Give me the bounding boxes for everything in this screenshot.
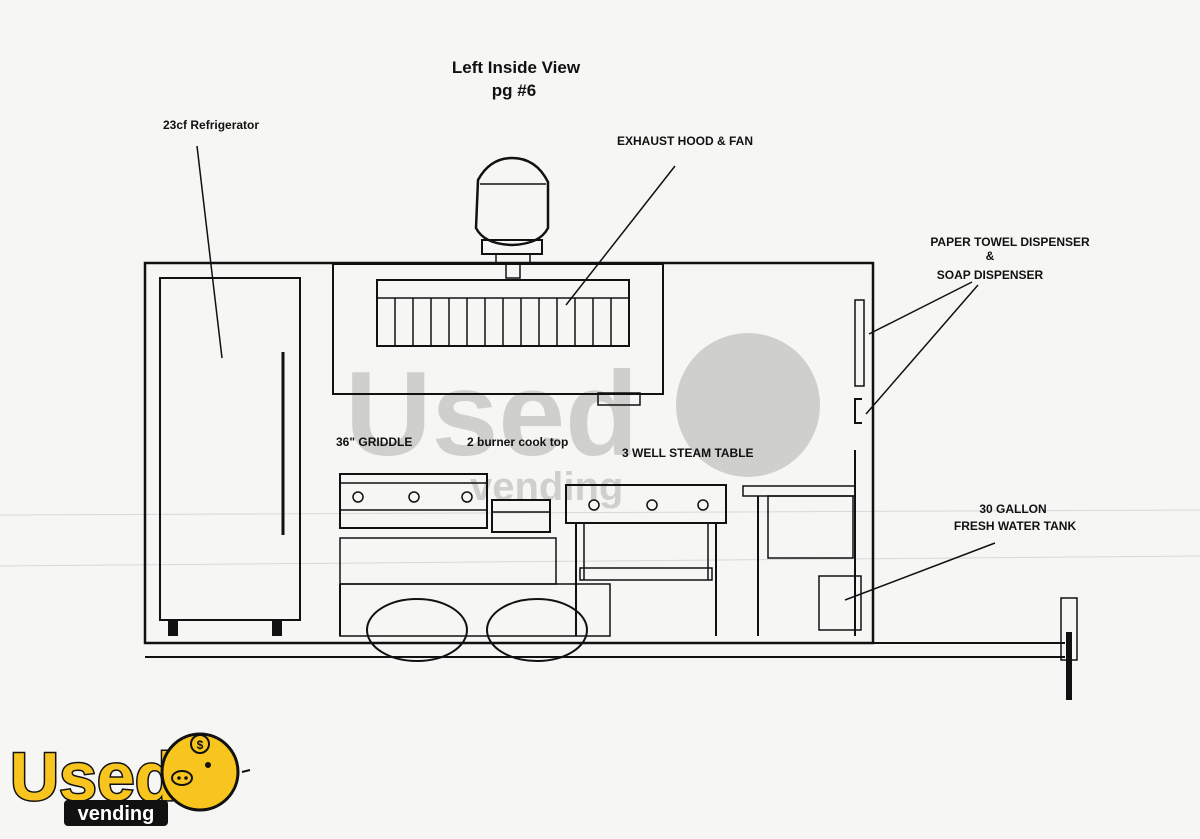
watermark-sub: vending xyxy=(470,465,623,509)
label-water-tank-line1: 30 GALLON xyxy=(979,502,1046,516)
label-soap: SOAP DISPENSER xyxy=(937,268,1044,282)
watermark-pig-icon xyxy=(676,333,820,477)
diagram-subtitle: pg #6 xyxy=(492,81,536,100)
exhaust-hood xyxy=(332,263,664,406)
diagram-title: Left Inside View xyxy=(452,58,581,77)
refrigerator xyxy=(159,277,301,636)
water-tank xyxy=(818,575,862,631)
exhaust-fan-icon xyxy=(474,156,550,279)
label-exhaust-hood: EXHAUST HOOD & FAN xyxy=(617,134,753,148)
label-ampersand: & xyxy=(986,249,995,263)
logo-sub: vending xyxy=(78,803,155,825)
leader-lines xyxy=(196,145,996,601)
griddle-cabinet xyxy=(339,537,611,637)
wheel-front xyxy=(366,598,468,662)
label-steam-table: 3 WELL STEAM TABLE xyxy=(622,446,754,460)
scan-line xyxy=(0,555,1200,567)
brand-logo: Used vending $ xyxy=(9,732,251,826)
label-cooktop: 2 burner cook top xyxy=(467,435,568,449)
wheel-rear xyxy=(486,598,588,662)
cooktop xyxy=(491,499,551,533)
watermark-text: Used xyxy=(345,347,638,481)
scan-line xyxy=(0,509,1200,516)
soap-dispenser xyxy=(854,398,862,424)
logo-sub-bg xyxy=(64,800,168,826)
griddle xyxy=(339,473,488,529)
label-griddle: 36" GRIDDLE xyxy=(336,435,412,449)
watermark: Used vending xyxy=(345,333,820,509)
steam-table xyxy=(565,484,727,636)
label-paper-towel: PAPER TOWEL DISPENSER xyxy=(930,235,1090,249)
paper-towel-dispenser xyxy=(854,299,865,387)
label-water-tank-line2: FRESH WATER TANK xyxy=(954,519,1077,533)
label-refrigerator: 23cf Refrigerator xyxy=(163,118,259,132)
pig-icon: $ xyxy=(160,732,251,812)
svg-text:$: $ xyxy=(197,738,204,752)
jack-post xyxy=(1066,632,1072,700)
sink-counter xyxy=(742,450,856,636)
